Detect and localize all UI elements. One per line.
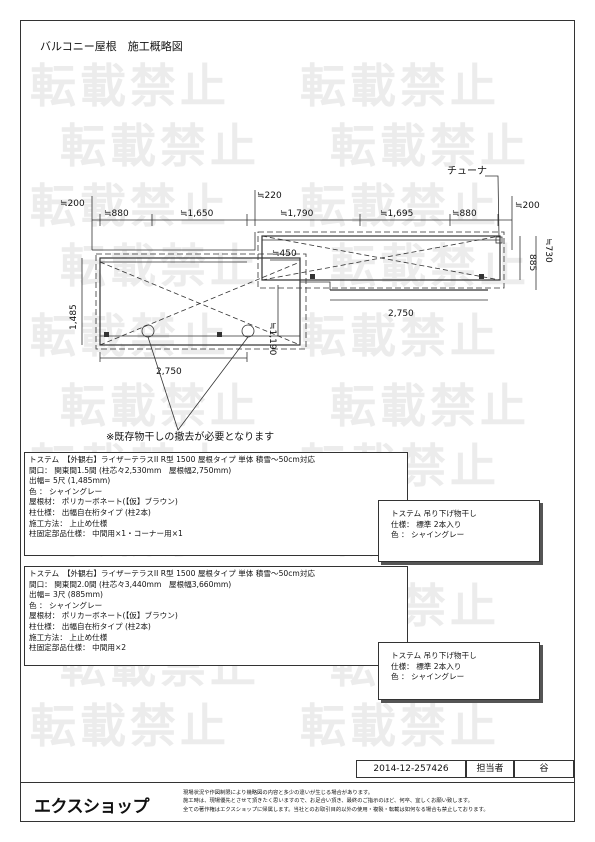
- staff-name: 谷: [514, 760, 574, 778]
- dim-label: ≒200: [515, 201, 540, 211]
- dim-label: ≒880: [104, 209, 129, 219]
- spec-line: トステム 吊り下げ物干し: [391, 509, 477, 518]
- footer-divider: [20, 782, 575, 783]
- spec-line: 施工方法： 上止め仕様: [29, 518, 108, 528]
- footer-note: 施工時は、現場優先とさせて頂きたく思いますので、お足合い頂き、最終のご指示のほど…: [183, 798, 473, 805]
- leader-line: [485, 175, 500, 238]
- spec-line: トステム 【外観右】ライザーテラスII R型 1500 屋根タイプ 単体 積雪～…: [29, 569, 316, 578]
- dim-label: ≒880: [452, 209, 477, 219]
- spec-line: 色 ： シャイングレー: [391, 672, 465, 682]
- spec-line: 屋根材： ポリカーボネート(【仮】ブラウン): [29, 611, 178, 621]
- removal-note: ※既存物干しの撤去が必要となります: [106, 430, 274, 443]
- spec-line: 柱仕様： 出幅自在桁タイプ (柱2本): [29, 507, 151, 517]
- dim-label: ≒450: [272, 249, 297, 259]
- spec-line: 出幅= 3尺 (885mm): [29, 590, 104, 600]
- leader-line: [147, 336, 249, 431]
- footer-notes: 現場状況や作図制限により幾略図の内容と多少の違いが生じる場合があります。 施工時…: [183, 789, 489, 814]
- left-roof-dashed: [95, 253, 307, 350]
- footer-note: 全ての著作権はエクスショップに帰属します。当社とのお取引目的以外の使用・複製・転…: [183, 806, 489, 813]
- post-marker: [479, 274, 484, 279]
- post-marker: [310, 274, 315, 279]
- spec-line: 出幅= 5尺 (1,485mm): [29, 476, 111, 486]
- right-roof-cross: [261, 235, 501, 281]
- footer-note: 現場状況や作図制限により幾略図の内容と多少の違いが生じる場合があります。: [183, 790, 374, 796]
- spec-line: 仕様： 標準 2本入り: [391, 519, 462, 529]
- post-marker: [104, 332, 109, 337]
- dim-label: 2,750: [156, 367, 182, 377]
- spec-line: 柱固定部品仕様： 中間用×2: [29, 643, 127, 653]
- spec-line: トステム 吊り下げ物干し: [391, 651, 477, 660]
- hanging-clothesline-box-1: トステム 吊り下げ物干し 仕様： 標準 2本入り 色 ： シャイングレー: [378, 500, 540, 562]
- spec-line: 色 ： シャイングレー: [391, 530, 465, 540]
- document-number: 2014-12-257426: [356, 760, 466, 778]
- spec-line: 施工方法： 上止め仕様: [29, 632, 108, 642]
- spec-line: 柱固定部品仕様： 中間用×1・コーナー用×1: [29, 529, 183, 539]
- spec-line: 色 ： シャイングレー: [29, 600, 103, 610]
- spec-line: トステム 【外観右】ライザーテラスII R型 1500 屋根タイプ 単体 積雪～…: [29, 455, 316, 464]
- spec-box-2: トステム 【外観右】ライザーテラスII R型 1500 屋根タイプ 単体 積雪～…: [24, 566, 408, 666]
- dim-label: 885: [527, 254, 537, 271]
- drawing-sheet: [20, 20, 575, 822]
- existing-clothesline-post: [141, 324, 155, 338]
- dim-label: 2,750: [388, 309, 414, 319]
- spec-line: 間口： 関東間2.0間 (柱芯々3,440mm 屋根幅3,660mm): [29, 579, 232, 589]
- spec-line: 仕様： 標準 2本入り: [391, 661, 462, 671]
- dim-label: 1,485: [69, 304, 79, 330]
- left-roof-outline: [99, 257, 301, 346]
- page-title: バルコニー屋根 施工概略図: [40, 40, 183, 53]
- right-roof-dashed: [257, 231, 505, 289]
- tuner-label: チューナ: [447, 165, 487, 177]
- wall-line: [92, 232, 256, 251]
- dim-label: ≒1,695: [380, 209, 413, 219]
- dim-label: ≒200: [60, 199, 85, 209]
- staff-label: 担当者: [466, 760, 514, 778]
- dim-label: ≒1,650: [180, 209, 214, 219]
- hanging-clothesline-box-2: トステム 吊り下げ物干し 仕様： 標準 2本入り 色 ： シャイングレー: [378, 642, 540, 700]
- left-roof-cross: [99, 261, 301, 346]
- dim-label: ≒1,790: [280, 209, 314, 219]
- spec-line: 屋根材： ポリカーボネート(【仮】ブラウン): [29, 497, 178, 507]
- existing-clothesline-post: [241, 324, 255, 338]
- post-marker: [217, 332, 222, 337]
- wall-line: [300, 281, 331, 290]
- spec-line: 柱仕様： 出幅自在桁タイプ (柱2本): [29, 621, 151, 631]
- spec-line: 色 ： シャイングレー: [29, 486, 103, 496]
- dim-label: ≒1,190: [267, 322, 277, 356]
- spec-line: 間口： 関東間1.5間 (柱芯々2,530mm 屋根幅2,750mm): [29, 465, 232, 475]
- right-roof-outline: [261, 235, 501, 281]
- brand-logo: エクスショップ: [34, 797, 150, 817]
- dim-label: ≒220: [257, 191, 282, 201]
- spec-box-1: トステム 【外観右】ライザーテラスII R型 1500 屋根タイプ 単体 積雪～…: [24, 452, 408, 556]
- dim-label: ≒730: [543, 238, 553, 263]
